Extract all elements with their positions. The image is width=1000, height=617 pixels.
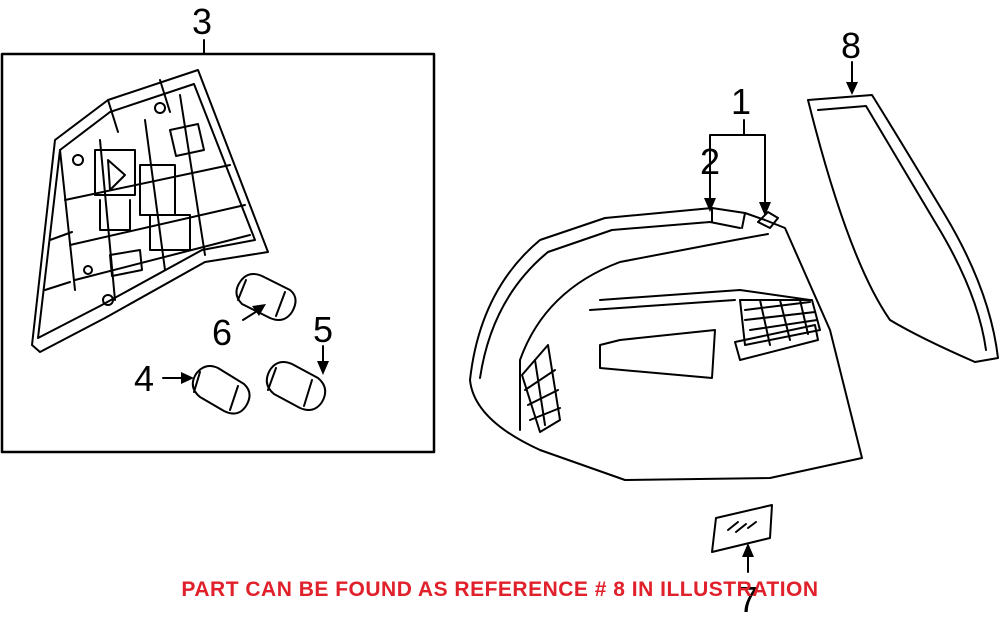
callout-7: 7 bbox=[738, 579, 758, 612]
arrowheads bbox=[181, 82, 858, 557]
callout-1: 1 bbox=[731, 81, 751, 122]
label-sticker bbox=[711, 504, 773, 553]
bulb-carrier-housing bbox=[31, 69, 269, 353]
callout-6: 6 bbox=[212, 312, 232, 353]
lens-cover bbox=[807, 94, 999, 363]
bulb-4 bbox=[191, 365, 251, 415]
callout-8: 8 bbox=[841, 25, 861, 66]
callout-3: 3 bbox=[192, 1, 212, 42]
callout-5: 5 bbox=[313, 309, 333, 350]
tail-lamp bbox=[469, 207, 863, 481]
inset-frame bbox=[0, 52, 436, 454]
callout-2: 2 bbox=[700, 141, 720, 182]
callout-4: 4 bbox=[134, 358, 154, 399]
bulb-6 bbox=[235, 273, 297, 321]
reference-caption: PART CAN BE FOUND AS REFERENCE # 8 IN IL… bbox=[181, 578, 819, 601]
bulb-5 bbox=[265, 361, 327, 411]
